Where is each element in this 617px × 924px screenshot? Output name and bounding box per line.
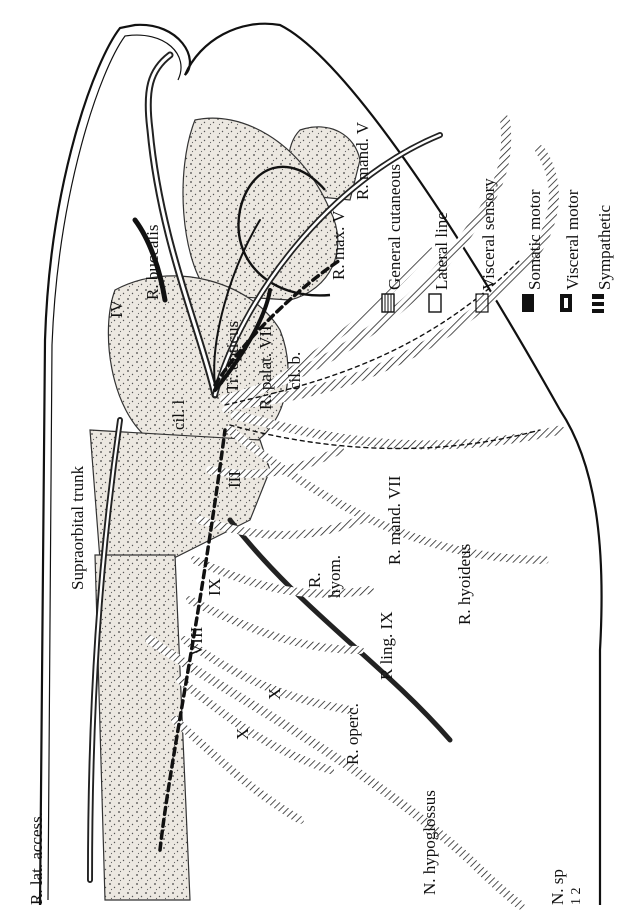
label-iii: III xyxy=(225,471,244,488)
label-r-hyom-1: R. xyxy=(305,572,324,588)
label-n-sp-nums: 1 2 xyxy=(569,888,584,906)
legend-label-somatic-motor: Somatic motor xyxy=(525,189,544,290)
swatch-sympathetic-b xyxy=(592,302,604,306)
legend-somatic-motor: Somatic motor xyxy=(522,189,544,312)
label-n-sp: N. sp xyxy=(548,869,567,905)
legend-general-cutaneous: General cutaneous xyxy=(382,164,404,312)
legend-label-visceral-motor: Visceral motor xyxy=(563,189,582,290)
label-n-hypoglossus: N. hypoglossus xyxy=(420,790,439,895)
label-lat-access: R. lat. access. xyxy=(27,812,46,905)
label-r-hyom-2: hyom. xyxy=(325,555,344,598)
label-cil-l: cil. l xyxy=(169,400,188,430)
label-supraorbital-trunk: Supraorbital trunk xyxy=(68,465,87,590)
label-cil-b: cil. b. xyxy=(285,352,304,390)
n-hypoglossus xyxy=(150,640,520,905)
legend-label-sympathetic: Sympathetic xyxy=(595,205,614,290)
label-iv: IV xyxy=(107,299,126,318)
gill-branch-6 xyxy=(180,680,330,770)
label-x-lower: X xyxy=(233,728,252,740)
r-mand-vii xyxy=(235,415,560,445)
label-r-hyoideus: R. hyoideus xyxy=(455,544,474,625)
legend-visceral-motor: Visceral motor xyxy=(560,189,582,312)
legend-label-lateral-line: Lateral line xyxy=(432,212,451,290)
legend-label-general-cutaneous: General cutaneous xyxy=(385,164,404,290)
label-r-palat-vii: R. palat. VII xyxy=(256,325,275,410)
label-r-operc: R. operc. xyxy=(343,703,362,765)
label-r-mand-v: R. mand. V xyxy=(353,121,372,200)
label-r-ling-ix: R ling. IX xyxy=(377,612,396,680)
swatch-sympathetic-a xyxy=(592,294,604,299)
swatch-visceral-sensory xyxy=(476,294,488,312)
label-viii: VIII xyxy=(187,626,206,656)
label-ix: IX xyxy=(205,578,224,596)
label-r-mand-vii: R. mand. VII xyxy=(385,475,404,565)
spinal-cord xyxy=(95,555,190,900)
label-tr-opticus: Tr. opticus xyxy=(223,321,242,393)
legend-lateral-line: Lateral line xyxy=(429,212,451,312)
legend-label-visceral-sensory: Visceral sensory xyxy=(479,178,498,290)
label-r-max-v: R. max. V xyxy=(329,210,348,280)
label-r-buccalis: R. buccalis xyxy=(143,224,162,300)
swatch-lateral-line xyxy=(429,294,441,312)
swatch-sympathetic-c xyxy=(592,309,604,313)
brain xyxy=(90,118,360,900)
label-x-upper: X xyxy=(265,688,284,700)
swatch-somatic-motor xyxy=(522,294,534,312)
gill-branch-4 xyxy=(190,600,360,650)
legend-sympathetic: Sympathetic xyxy=(592,205,614,313)
